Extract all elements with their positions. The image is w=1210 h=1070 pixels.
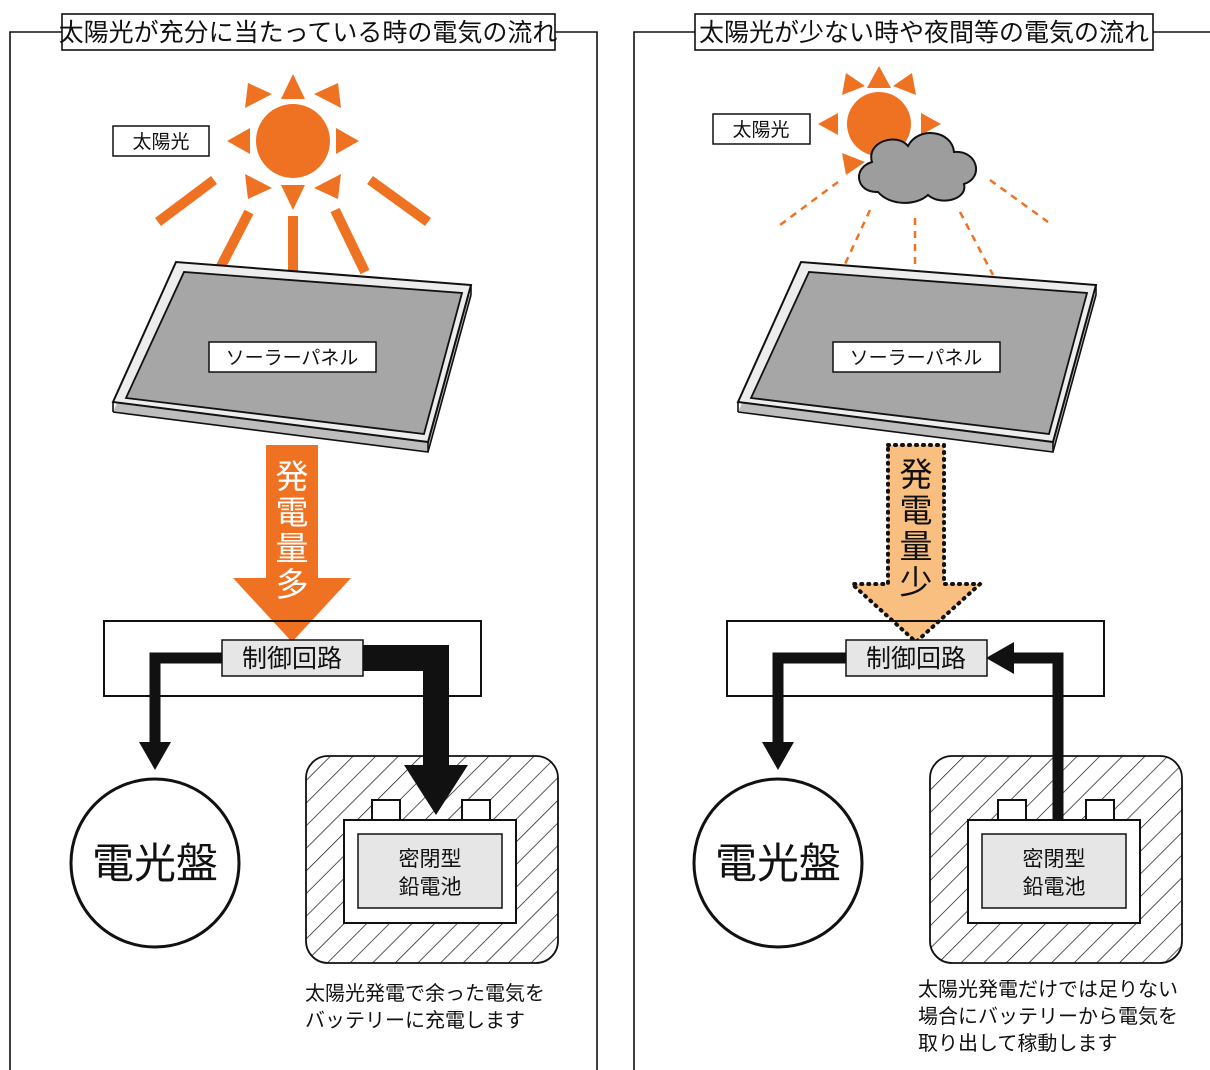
left-circuit-label-box [221, 639, 364, 677]
weak-output-char-2: 電 [900, 491, 933, 530]
right-caption-line-1: 太陽光発電だけでは足りない [918, 977, 1178, 1001]
output-char-1: 発 [276, 457, 309, 496]
weak-output-arrow [846, 443, 986, 645]
output-char-4: 多 [276, 565, 309, 604]
weak-output-char-3: 量 [900, 527, 933, 566]
right-caption-line-2: 場合にバッテリーから電気を [918, 1004, 1178, 1028]
arrow-to-display-right [762, 742, 794, 770]
right-circuit-label: 制御回路 [866, 644, 966, 673]
left-frame [9, 31, 598, 1070]
left-caption-line-1: 太陽光発電で余った電気を [305, 981, 545, 1005]
output-char-3: 量 [276, 529, 309, 568]
left-display-label: 電光盤 [92, 839, 218, 888]
right-circuit-label-box [845, 639, 988, 677]
arrow-to-display [139, 742, 171, 770]
small-sun-icon [818, 66, 941, 175]
right-panel: 太陽光が少ない時や夜間等の電気の流れ 太陽光 [633, 13, 1210, 1070]
right-frame [633, 31, 1210, 1070]
left-title: 太陽光が充分に当たっている時の電気の流れ [59, 18, 558, 47]
sun-icon [155, 74, 431, 290]
right-title-box [694, 13, 1154, 51]
right-sunlight-label: 太陽光 [732, 119, 789, 141]
right-panel-label: ソーラーパネル [850, 347, 983, 369]
right-sunlight-label-box [712, 113, 811, 145]
left-sunlight-label-box [112, 125, 210, 157]
left-display-board [69, 777, 241, 949]
right-panel-label-box [832, 341, 1001, 373]
right-caption-line-3: 取り出して稼動します [918, 1031, 1117, 1055]
left-circuit-label: 制御回路 [242, 644, 342, 673]
left-caption-line-2: バッテリーに充電します [305, 1008, 525, 1032]
right-display-label: 電光盤 [715, 839, 841, 888]
weak-output-char-4: 少 [900, 563, 933, 602]
left-sunlight-label: 太陽光 [132, 131, 189, 153]
cloud-icon [858, 132, 977, 204]
left-panel: 太陽光が充分に当たっている時の電気の流れ 太陽光 [9, 13, 598, 1070]
right-display-board [692, 777, 864, 949]
right-circuit-frame [726, 620, 1105, 697]
left-title-box [61, 13, 556, 51]
right-battery-line-2: 鉛電池 [1023, 875, 1086, 899]
weak-output-char-1: 発 [900, 455, 933, 494]
left-panel-label-box [208, 341, 377, 373]
left-battery-line-2: 鉛電池 [399, 875, 462, 899]
arrow-from-battery [986, 642, 1014, 674]
strong-output-arrow [233, 445, 351, 642]
right-title: 太陽光が少ない時や夜間等の電気の流れ [699, 18, 1149, 47]
right-battery-line-1: 密閉型 [1023, 847, 1086, 871]
left-panel-label: ソーラーパネル [226, 347, 359, 369]
left-battery-line-1: 密閉型 [399, 847, 462, 871]
output-char-2: 電 [276, 493, 309, 532]
left-circuit-frame [103, 620, 482, 697]
